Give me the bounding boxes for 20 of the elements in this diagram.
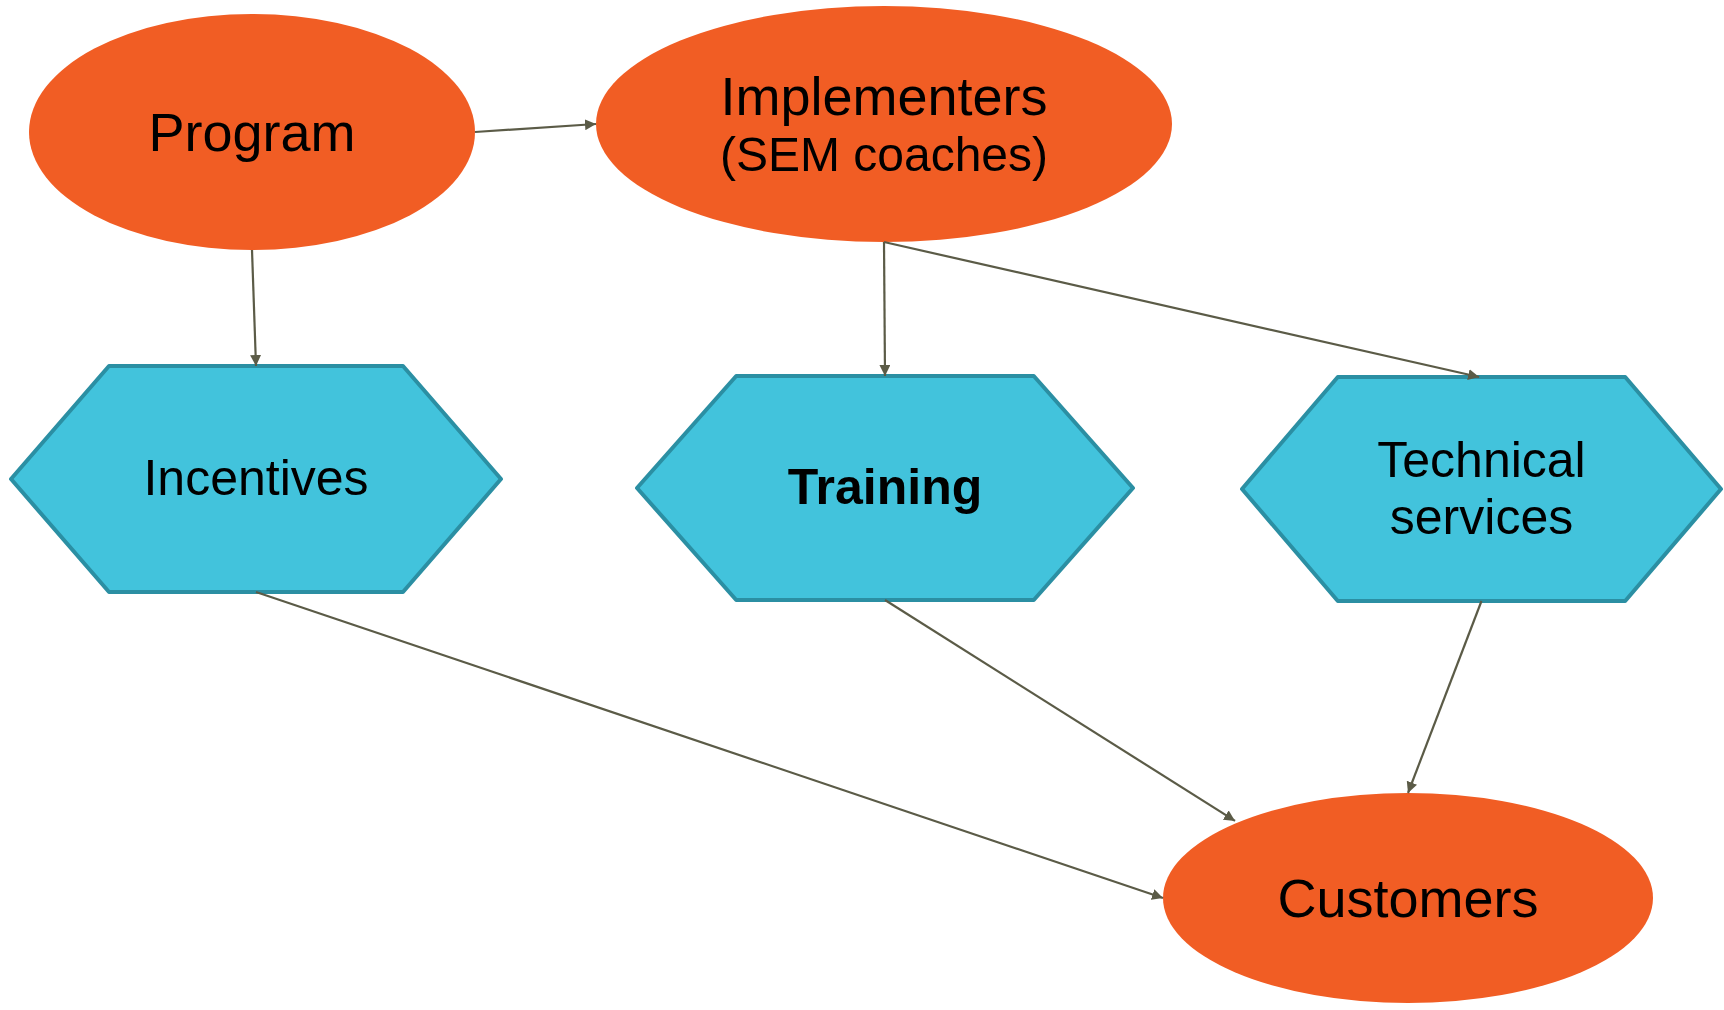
node-label: Training <box>787 459 983 517</box>
node-label: Technical services <box>1376 431 1587 547</box>
arrow <box>250 249 262 367</box>
node-label: Customers <box>1277 866 1539 930</box>
node-label: Implementers <box>720 65 1048 128</box>
ellipse-node <box>596 6 1172 242</box>
ellipse-node <box>1163 793 1653 1003</box>
hexagon-node <box>637 376 1133 600</box>
arrow <box>883 240 1480 380</box>
hexagon-node <box>11 366 501 592</box>
hexagon-node <box>1242 377 1721 601</box>
arrow <box>879 242 891 376</box>
arrow <box>1406 600 1483 794</box>
arrow <box>474 119 597 134</box>
node-label: Program <box>148 100 356 164</box>
node-label: (SEM coaches) <box>719 127 1049 183</box>
arrow <box>884 599 1236 822</box>
node-label: Incentives <box>143 450 369 508</box>
ellipse-node <box>29 14 475 250</box>
arrow <box>255 590 1164 900</box>
